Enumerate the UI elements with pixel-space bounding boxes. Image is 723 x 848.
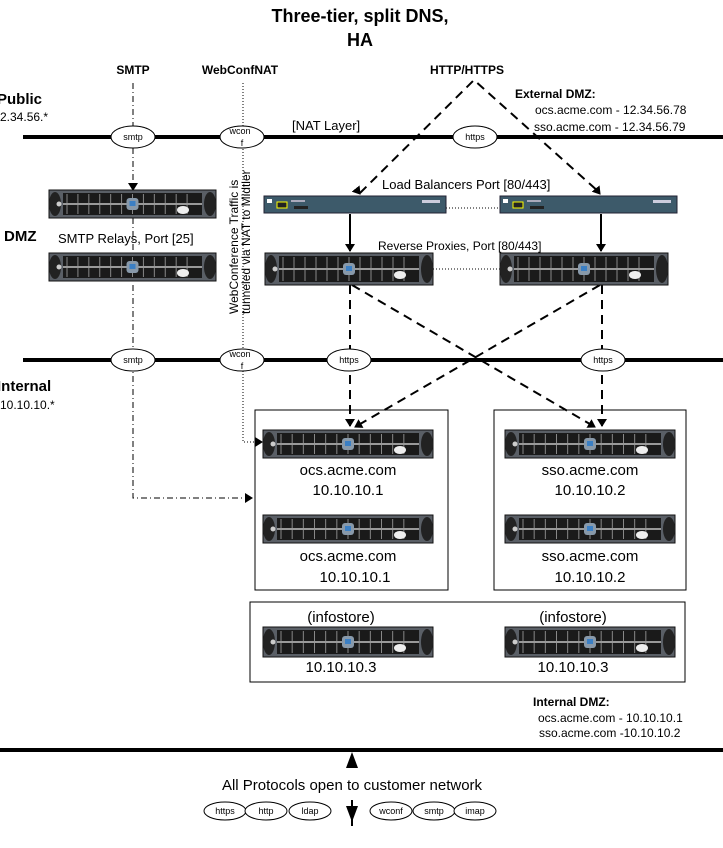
bottom-protocol-imap: imap xyxy=(453,801,497,821)
infostore-label: (infostore) xyxy=(307,609,375,626)
internal-ellipse-https: https xyxy=(326,348,372,372)
load-balancer xyxy=(499,195,678,214)
protocol-http-label: HTTP/HTTPS xyxy=(430,63,504,77)
svg-text:https: https xyxy=(215,806,235,816)
nat-layer-label: [NAT Layer] xyxy=(292,118,360,133)
zone-public-label: Public xyxy=(0,91,42,108)
svg-text:f: f xyxy=(241,361,244,371)
svg-text:smtp: smtp xyxy=(123,355,143,365)
zone-internal-subnet: 10.10.10.* xyxy=(0,398,55,412)
diagram-title-line1: Three-tier, split DNS, xyxy=(271,6,448,26)
bottom-protocol-smtp: smtp xyxy=(412,801,456,821)
sso-ip: 10.10.10.2 xyxy=(555,569,626,586)
public-ellipse-smtp: smtp xyxy=(110,125,156,149)
zone-dmz-label: DMZ xyxy=(4,228,37,245)
sso-server xyxy=(504,514,676,544)
svg-text:http: http xyxy=(258,806,273,816)
bottom-protocol-wconf: wconf xyxy=(369,801,413,821)
zone-internal-label: Internal xyxy=(0,378,51,395)
sso-ip: 10.10.10.2 xyxy=(555,482,626,499)
webconf-note-line2: tunneled via NAT to Midtier xyxy=(239,170,253,314)
svg-text:wconf: wconf xyxy=(378,806,403,816)
svg-text:imap: imap xyxy=(465,806,485,816)
sso-cluster-box xyxy=(493,409,687,591)
smtp-relay-server xyxy=(48,252,217,282)
smtp-relays-label: SMTP Relays, Port [25] xyxy=(58,231,194,246)
zone-public-subnet: 2.34.56.* xyxy=(0,110,48,124)
smtp-relay-server xyxy=(48,189,217,219)
public-ellipse-wcon: wcon f xyxy=(219,125,265,149)
sso-server xyxy=(504,429,676,459)
sso-host: sso.acme.com xyxy=(542,462,639,479)
infostore-server xyxy=(504,626,676,658)
infostore-server xyxy=(262,626,434,658)
svg-text:https: https xyxy=(339,355,359,365)
https-cross-flow xyxy=(351,284,596,428)
external-dmz-line: ocs.acme.com - 12.34.56.78 xyxy=(535,103,687,117)
arrow-up-icon xyxy=(346,752,358,768)
internal-ellipse-smtp: smtp xyxy=(110,348,156,372)
protocol-webconf-label: WebConfNAT xyxy=(202,63,279,77)
customer-network-label: All Protocols open to customer network xyxy=(222,777,483,794)
sso-host: sso.acme.com xyxy=(542,548,639,565)
infostore-box xyxy=(249,601,686,683)
ocs-ip: 10.10.10.1 xyxy=(320,569,391,586)
infostore-label: (infostore) xyxy=(539,609,607,626)
bottom-protocol-https: https xyxy=(203,801,247,821)
reverse-proxy-server xyxy=(499,252,669,286)
svg-text:https: https xyxy=(465,132,485,142)
ocs-cluster-box xyxy=(254,409,449,591)
svg-text:smtp: smtp xyxy=(424,806,444,816)
svg-text:https: https xyxy=(593,355,613,365)
reverse-proxy-server xyxy=(264,252,434,286)
webconf-note-line1: WebConference Traffic is xyxy=(227,180,241,314)
svg-text:f: f xyxy=(241,138,244,148)
http-flow-public xyxy=(359,78,601,194)
ocs-host: ocs.acme.com xyxy=(300,548,397,565)
ocs-server xyxy=(262,429,434,459)
https-cross-flow xyxy=(354,284,601,428)
external-dmz-heading: External DMZ: xyxy=(515,87,596,101)
load-balancer xyxy=(263,195,447,214)
internal-dmz-heading: Internal DMZ: xyxy=(533,695,610,709)
ocs-server xyxy=(262,514,434,544)
ocs-ip: 10.10.10.1 xyxy=(313,482,384,499)
bottom-protocol-ldap: ldap xyxy=(288,801,332,821)
public-ellipse-https: https xyxy=(452,125,498,149)
diagram-title-line2: HA xyxy=(347,30,373,50)
protocol-smtp-label: SMTP xyxy=(116,63,149,77)
internal-ellipse-https: https xyxy=(580,348,626,372)
internal-dmz-line: ocs.acme.com - 10.10.10.1 xyxy=(538,711,683,725)
svg-text:wcon: wcon xyxy=(228,126,250,136)
reverse-proxies-label: Reverse Proxies, Port [80/443] xyxy=(378,239,541,253)
external-dmz-line: sso.acme.com - 12.34.56.79 xyxy=(534,120,686,134)
internal-dmz-line: sso.acme.com -10.10.10.2 xyxy=(539,726,681,740)
infostore-ip: 10.10.10.3 xyxy=(538,659,609,676)
ocs-host: ocs.acme.com xyxy=(300,462,397,479)
svg-text:wcon: wcon xyxy=(228,349,250,359)
svg-text:ldap: ldap xyxy=(301,806,318,816)
smtp-flow-internal xyxy=(132,285,253,503)
svg-text:smtp: smtp xyxy=(123,132,143,142)
infostore-ip: 10.10.10.3 xyxy=(306,659,377,676)
internal-ellipse-wcon: wcon f xyxy=(219,348,265,372)
load-balancers-label: Load Balancers Port [80/443] xyxy=(382,177,550,192)
bottom-protocol-http: http xyxy=(244,801,288,821)
